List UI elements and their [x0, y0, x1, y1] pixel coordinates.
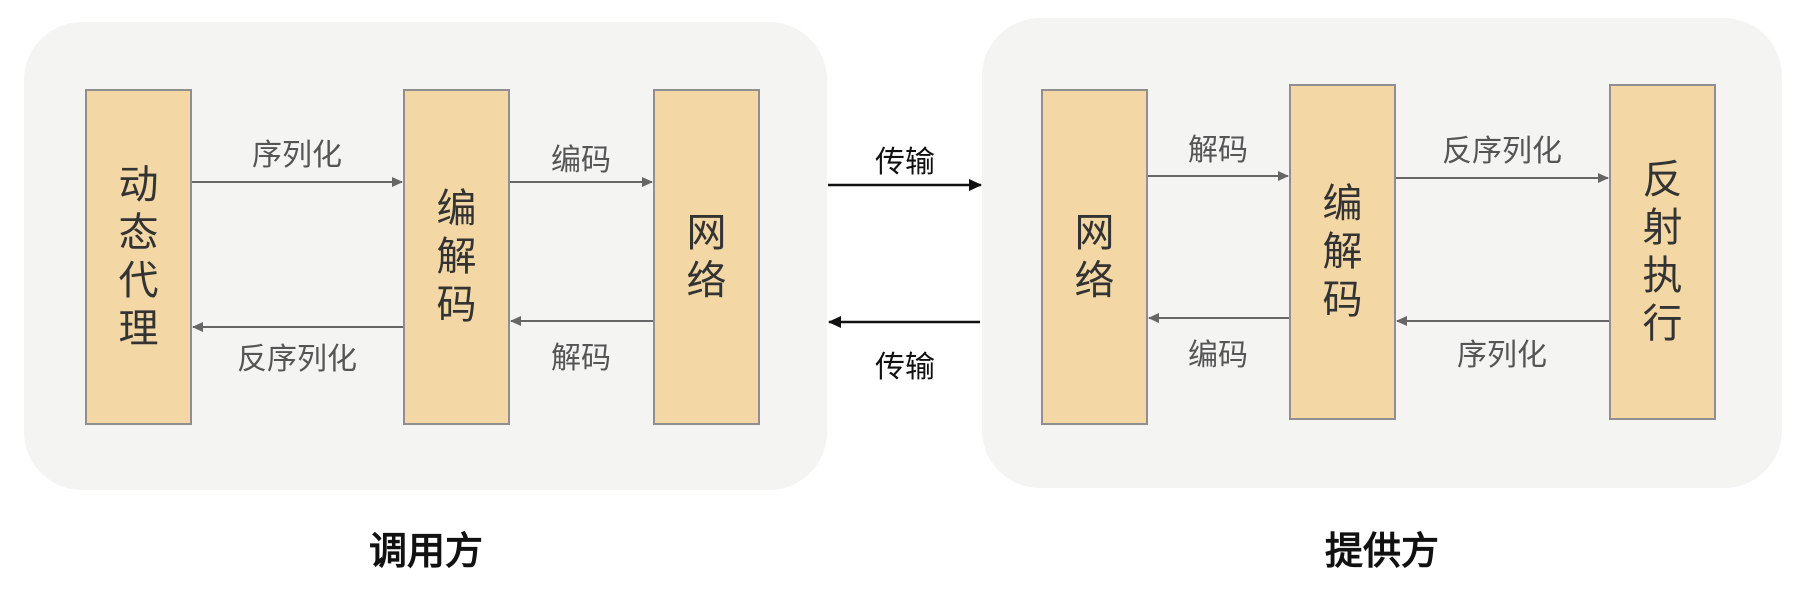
provider-network-box: 网络: [1041, 89, 1148, 425]
caller-serialize-label: 序列化: [252, 138, 342, 173]
caller-encode-label: 编码: [551, 143, 611, 178]
provider-serialize-label: 序列化: [1457, 338, 1547, 373]
provider-title: 提供方: [1324, 529, 1440, 573]
caller-network-label: 网络: [686, 210, 727, 304]
provider-codec-label: 编解码: [1322, 181, 1363, 323]
provider-network-label: 网络: [1074, 210, 1115, 304]
caller-title: 调用方: [368, 529, 484, 573]
provider-reflect-box: 反射执行: [1609, 84, 1716, 420]
caller-decode-label: 解码: [551, 341, 611, 376]
caller-codec-label: 编解码: [436, 186, 477, 328]
transfer-bottom-label: 传输: [875, 350, 935, 385]
caller-network-box: 网络: [653, 89, 760, 425]
caller-proxy-box: 动态代理: [85, 89, 192, 425]
provider-decode-label: 解码: [1188, 133, 1248, 168]
transfer-top-label: 传输: [875, 145, 935, 180]
caller-deserialize-label: 反序列化: [237, 342, 357, 377]
caller-codec-box: 编解码: [403, 89, 510, 425]
provider-reflect-label: 反射执行: [1642, 157, 1683, 347]
provider-encode-label: 编码: [1188, 338, 1248, 373]
provider-codec-box: 编解码: [1289, 84, 1396, 420]
caller-proxy-label: 动态代理: [118, 162, 159, 352]
provider-deserialize-label: 反序列化: [1442, 134, 1562, 169]
